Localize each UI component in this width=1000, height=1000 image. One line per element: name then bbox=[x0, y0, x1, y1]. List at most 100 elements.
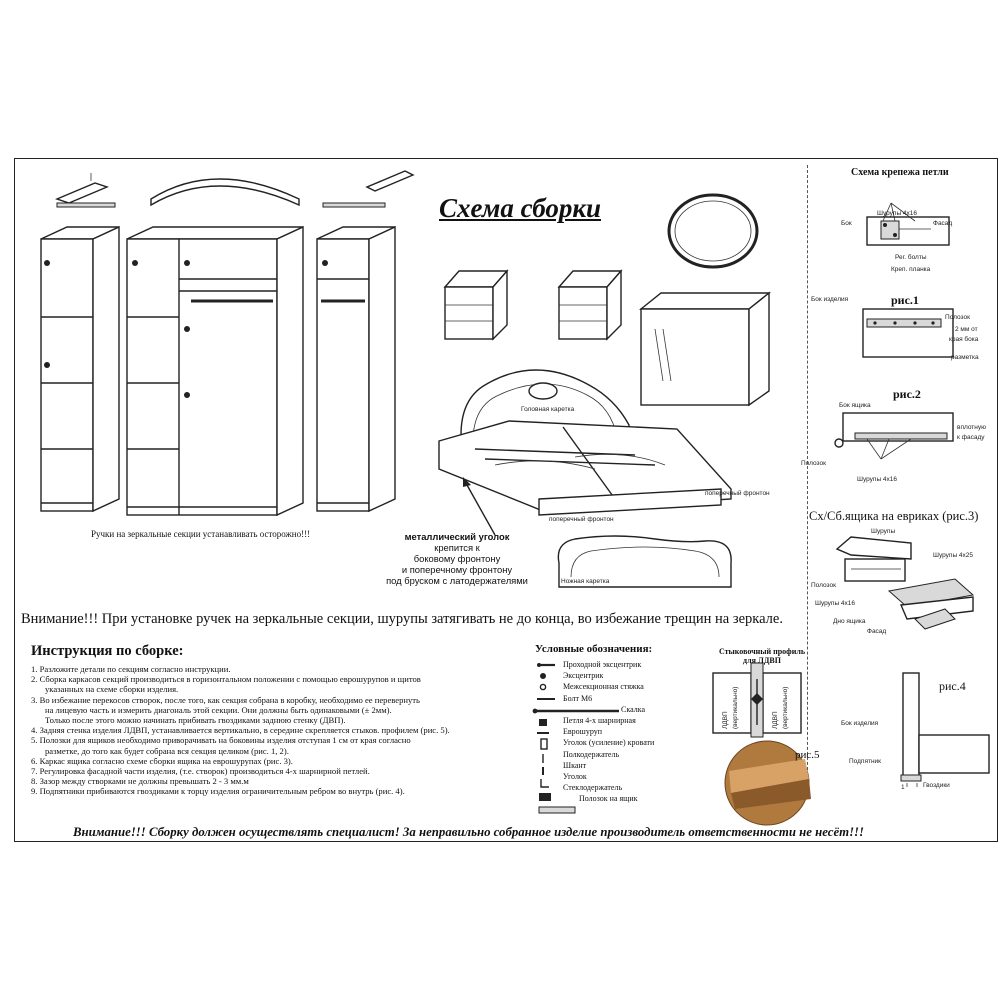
chest-of-drawers bbox=[639, 291, 771, 407]
legend-item: Полкодержатель bbox=[563, 749, 620, 759]
instruction-item: 7. Регулировка фасадной части изделия, (… bbox=[31, 766, 370, 777]
label-fig4-num: 1 bbox=[901, 784, 905, 791]
label-headboard: Головная каретка bbox=[521, 406, 575, 413]
fig5-label: рис.5 bbox=[795, 749, 820, 761]
label-fig3-screws: Шурупы bbox=[871, 528, 895, 535]
metal-corner-text-1: крепится к bbox=[434, 542, 480, 553]
wardrobe-section-left bbox=[40, 225, 120, 513]
instructions: Инструкция по сборке: 1. Разложите детал… bbox=[31, 643, 531, 797]
instruction-item: 5. Полозки для ящиков необходимо привора… bbox=[31, 735, 411, 746]
label-fig3-bottom: Дно ящика bbox=[833, 618, 866, 625]
profile-title: Стыковочный профиль для ЛДВП bbox=[707, 647, 817, 665]
fig4-label: рис.4 bbox=[939, 679, 966, 693]
instruction-item: 9. Подпятники прибиваются гвоздиками к т… bbox=[31, 786, 405, 797]
label-hinge-side: Бок bbox=[841, 220, 852, 227]
instruction-item: 1. Разложите детали по секциям согласно … bbox=[31, 664, 231, 674]
fig1-diagram bbox=[862, 308, 954, 358]
legend-heading: Условные обозначения: bbox=[535, 643, 653, 655]
legend-item: Уголок bbox=[563, 771, 587, 781]
metal-corner-text-2: боковому фронтону bbox=[413, 553, 501, 564]
label-profile-left-2: (вертикально) bbox=[732, 687, 739, 729]
bottom-warning: Внимание!!! Сборку должен осуществлять с… bbox=[73, 825, 865, 839]
label-fig3-screws2: Шурупы 4х25 bbox=[933, 552, 973, 559]
legend-item: Проходной эксцентрик bbox=[563, 660, 642, 669]
legend-item: Эксцентрик bbox=[563, 671, 604, 681]
label-fig1-offset-1: 2 мм от bbox=[955, 326, 978, 333]
wardrobe-section-center bbox=[126, 225, 304, 517]
instruction-item: 8. Зазор между створками не должны превы… bbox=[31, 776, 249, 787]
wardrobe-section-right bbox=[316, 225, 396, 513]
label-fig1-side: Бок изделия bbox=[811, 296, 849, 303]
metal-corner-text-3: и поперечному фронтону bbox=[401, 564, 513, 575]
fig3-diagram bbox=[835, 536, 975, 630]
fig5-photo bbox=[724, 740, 811, 826]
instruction-item: 6. Каркас ящика согласно схеме сборки ящ… bbox=[31, 755, 293, 766]
instruction-item: на лицевую часть и измерить диагональ эт… bbox=[45, 704, 392, 715]
assembly-drawings: Головная каретка Ножная каретка поперечн… bbox=[40, 170, 990, 826]
instruction-item: Только после этого можно начинать прибив… bbox=[45, 715, 346, 726]
instruction-item: разметке, до того как будет собрана вся … bbox=[45, 745, 289, 756]
label-fig2-flush-1: вплотную bbox=[957, 424, 986, 431]
profile-title-1: Стыковочный профиль bbox=[718, 647, 806, 656]
label-fig3-screws3: Шурупы 4х16 bbox=[815, 600, 855, 607]
label-fig4-foot: Подпятник bbox=[849, 758, 881, 765]
legend-icons bbox=[532, 663, 619, 814]
label-fig4-side: Бок изделия bbox=[841, 720, 879, 727]
instruction-item: 2. Сборка каркасов секций производиться … bbox=[31, 674, 421, 685]
label-hinge-facade: Фасад bbox=[933, 220, 952, 227]
legend-item: Уголок (усиление) кровати bbox=[563, 738, 655, 748]
label-fig4-nails: Гвоздики bbox=[923, 782, 950, 789]
metal-corner-text-4: под бруском с латодержателями bbox=[386, 575, 528, 586]
bed-frame bbox=[438, 420, 732, 516]
legend-item: Стеклодержатель bbox=[563, 783, 623, 793]
label-fig3-runner: Полозок bbox=[811, 582, 836, 589]
page-title: Схема сборки bbox=[439, 193, 602, 223]
nightstand-1 bbox=[443, 269, 509, 341]
label-hinge-plate: Креп. планка bbox=[891, 266, 931, 273]
label-fig1-offset-2: края бока bbox=[949, 335, 979, 343]
instruction-item: указанных на схеме сборки изделия. bbox=[45, 684, 179, 695]
hinge-diagram bbox=[866, 202, 950, 246]
label-fig1-marking: разметка bbox=[951, 354, 979, 361]
legend-item: Шкант bbox=[563, 760, 587, 770]
profile-diagram bbox=[712, 662, 802, 738]
arch-top bbox=[150, 178, 300, 207]
label-hinge-screws: Шурупы 4х16 bbox=[877, 210, 917, 217]
label-footboard: Ножная каретка bbox=[561, 578, 610, 585]
label-cross-front: поперечный фронтон bbox=[705, 489, 770, 497]
fig2-label: рис.2 bbox=[893, 387, 921, 401]
instructions-heading: Инструкция по сборке: bbox=[31, 643, 184, 659]
legend-item: Межсекционная стяжка bbox=[563, 682, 644, 692]
hinge-title: Схема крепежа петли bbox=[851, 167, 949, 178]
label-fig2-screws: Шурупы 4х16 bbox=[857, 476, 897, 483]
label-profile-right-1: ЛДВП bbox=[772, 711, 779, 729]
label-fig2-flush-2: к фасаду bbox=[957, 434, 985, 441]
fig3-label: Сх/Сб.ящика на евриках (рис.3) bbox=[809, 509, 979, 523]
instruction-item: 3. Во избежание перекосов створок, после… bbox=[31, 694, 420, 705]
assembly-sheet: Головная каретка Ножная каретка поперечн… bbox=[14, 158, 998, 842]
legend: Условные обозначения: bbox=[535, 643, 705, 655]
label-profile-left-1: ЛДВП bbox=[722, 711, 729, 729]
fig2-diagram bbox=[834, 412, 954, 460]
legend-item: Еврошуруп bbox=[563, 727, 602, 737]
profile-title-2: для ЛДВП bbox=[743, 656, 781, 665]
legend-item: Петля 4-х шарнирная bbox=[563, 715, 636, 725]
separator-vertical bbox=[807, 165, 808, 785]
label-side-front: поперечный фронтон bbox=[549, 515, 614, 523]
legend-item: Полозок на ящик bbox=[579, 794, 638, 804]
metal-corner-callout: металлический уголок крепится к боковому… bbox=[377, 531, 537, 586]
legend-item: Болт М6 bbox=[563, 693, 593, 703]
label-fig3-facade: Фасад bbox=[867, 628, 886, 635]
label-hinge-bolts: Рег. болты bbox=[895, 253, 927, 261]
bed-corner-arrow bbox=[463, 477, 496, 536]
bed-footboard bbox=[557, 535, 732, 588]
fig4-diagram bbox=[900, 672, 990, 787]
top-board-right bbox=[322, 170, 415, 208]
label-fig1-runner: Полозок bbox=[945, 314, 970, 321]
label-fig2-box-side: Бок ящика bbox=[839, 402, 871, 409]
label-fig2-runner: Полозок bbox=[801, 460, 826, 467]
nightstand-2 bbox=[557, 269, 623, 341]
fig1-label: рис.1 bbox=[891, 293, 919, 307]
mirror-oval bbox=[667, 193, 759, 269]
label-profile-right-2: (вертикально) bbox=[782, 687, 789, 729]
